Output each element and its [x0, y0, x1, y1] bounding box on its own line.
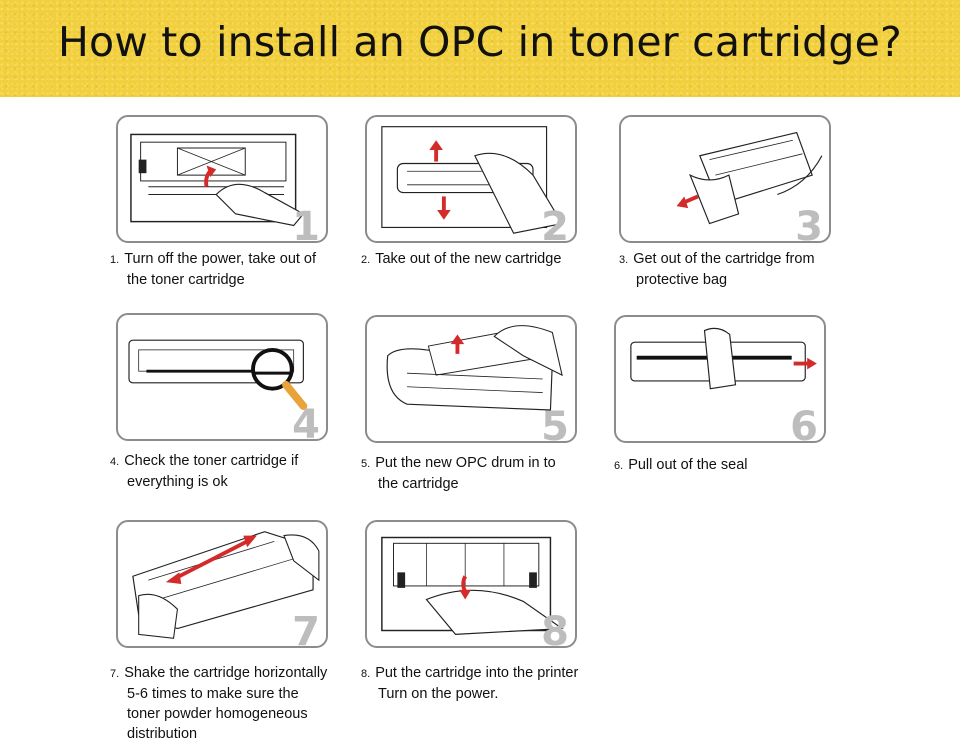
caption-line: everything is ok	[127, 474, 228, 490]
shake-cartridge-icon	[132, 531, 320, 639]
step-number: 2	[541, 204, 569, 243]
step-marker: 3.	[619, 254, 629, 266]
caption-line: Get out of the cartridge from	[633, 251, 815, 267]
step-number: 3	[795, 204, 823, 243]
step-5-illustration: 5	[365, 315, 577, 443]
step-marker: 5.	[361, 458, 371, 470]
step-number: 8	[541, 609, 569, 648]
step-6-illustration: 6	[614, 315, 826, 443]
step-1-caption: 1. Turn off the power, take out of the to…	[110, 249, 316, 290]
caption-line: Put the cartridge into the printer	[375, 665, 579, 681]
step-5-caption: 5. Put the new OPC drum in to the cartrid…	[361, 453, 556, 494]
step-number: 6	[790, 404, 818, 443]
caption-line: Pull out of the seal	[628, 457, 748, 473]
cartridge-box-icon	[381, 126, 563, 234]
step-number: 5	[541, 404, 569, 443]
magnifier-icon	[128, 339, 308, 410]
caption-line: protective bag	[636, 272, 728, 288]
step-2-caption: 2. Take out of the new cartridge	[361, 249, 561, 270]
step-7-caption: 7. Shake the cartridge horizontally 5-6 t…	[110, 663, 327, 744]
step-1-illustration: 1	[116, 115, 328, 243]
step-8-caption: 8. Put the cartridge into the printer Tur…	[361, 663, 578, 704]
step-number: 1	[292, 204, 320, 243]
caption-line: Take out of the new cartridge	[375, 251, 562, 267]
step-2-illustration: 2	[365, 115, 577, 243]
step-7-illustration: 7	[116, 520, 328, 648]
step-marker: 4.	[110, 456, 120, 468]
step-marker: 7.	[110, 668, 120, 680]
caption-line: Check the toner cartridge if	[124, 453, 299, 469]
step-marker: 2.	[361, 254, 371, 266]
printer-open-icon	[130, 133, 305, 227]
caption-line: distribution	[127, 726, 198, 742]
caption-line: Turn on the power.	[378, 686, 499, 702]
step-marker: 6.	[614, 460, 624, 472]
step-number: 7	[292, 609, 320, 648]
step-marker: 1.	[110, 254, 120, 266]
caption-line: toner powder homogeneous	[127, 706, 308, 722]
caption-line: the cartridge	[378, 476, 459, 492]
protective-bag-icon	[676, 131, 823, 225]
opc-drum-icon	[386, 325, 563, 411]
step-3-caption: 3. Get out of the cartridge from protecti…	[619, 249, 815, 290]
step-4-caption: 4. Check the toner cartridge if everythin…	[110, 451, 298, 492]
step-3-illustration: 3	[619, 115, 831, 243]
page-title: How to install an OPC in toner cartridge…	[58, 18, 902, 66]
seal-strip-icon	[630, 327, 817, 390]
step-number: 4	[292, 402, 320, 441]
caption-line: Put the new OPC drum in to	[375, 455, 556, 471]
title-banner: How to install an OPC in toner cartridge…	[0, 0, 960, 97]
caption-line: Turn off the power, take out of	[124, 251, 317, 267]
caption-line: Shake the cartridge horizontally	[124, 665, 328, 681]
printer-insert-icon	[381, 536, 564, 635]
caption-line: 5-6 times to make sure the	[127, 686, 299, 702]
step-4-illustration: 4	[116, 313, 328, 441]
caption-line: the toner cartridge	[127, 272, 245, 288]
step-6-caption: 6. Pull out of the seal	[614, 455, 748, 476]
step-marker: 8.	[361, 668, 371, 680]
step-8-illustration: 8	[365, 520, 577, 648]
